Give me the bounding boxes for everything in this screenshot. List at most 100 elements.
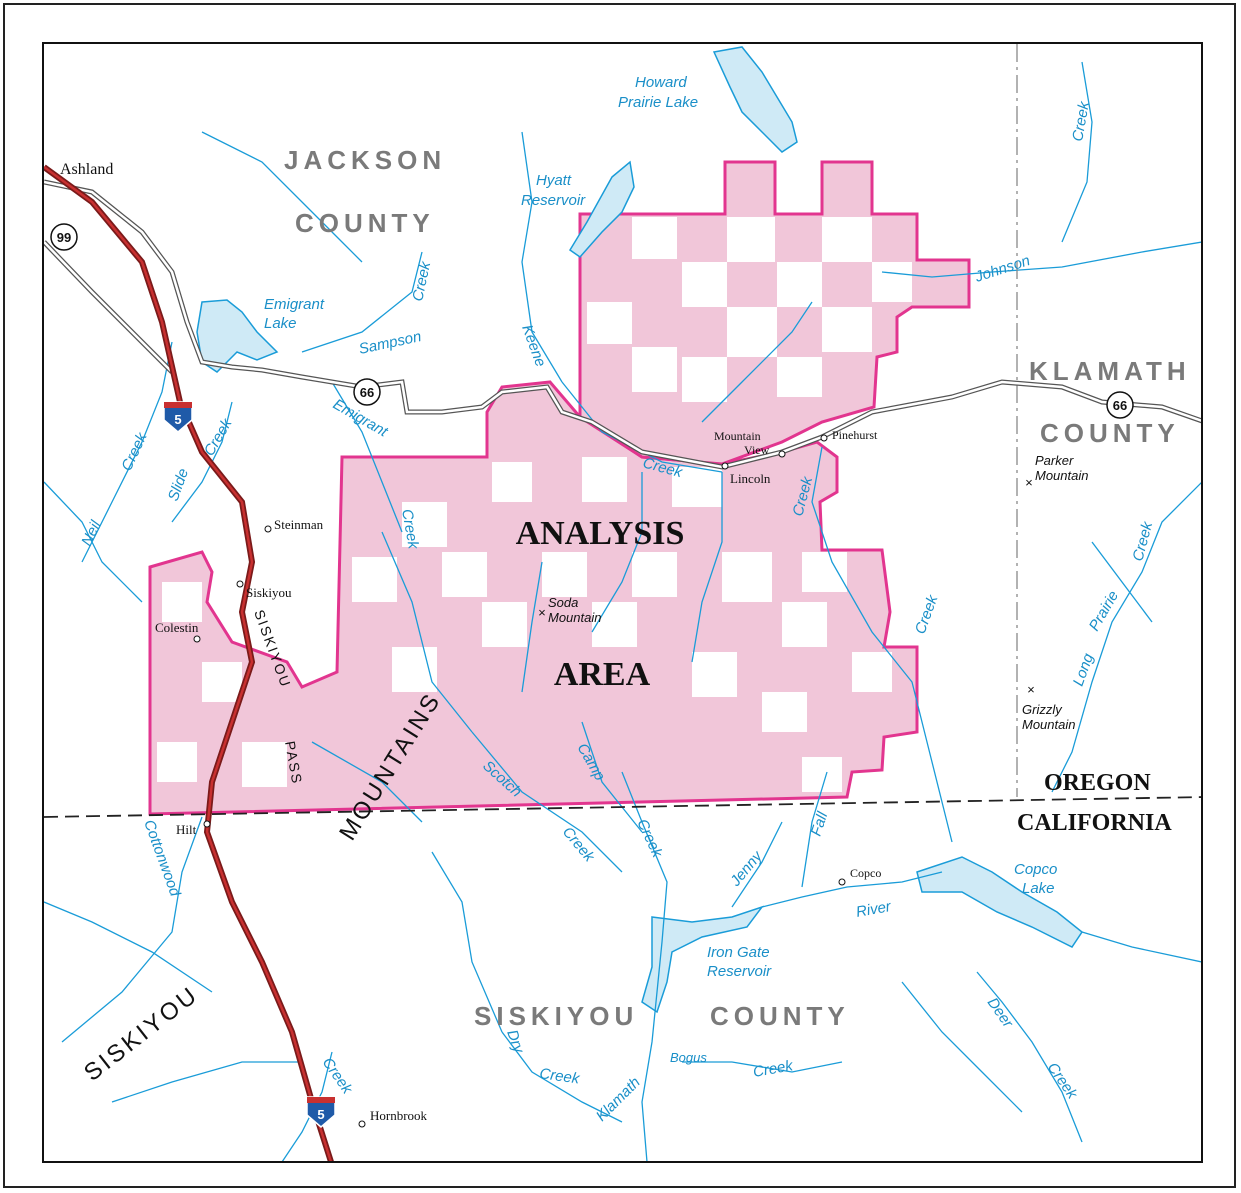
johnson-creek-word: Creek <box>1069 99 1093 143</box>
hyatt-label-2: Reservoir <box>521 192 586 209</box>
jackson-label: JACKSON <box>284 145 446 175</box>
mountain-view-label-1: Mountain <box>714 429 761 443</box>
prairie-creek-word: Creek <box>1129 519 1156 563</box>
hwy-99-text: 99 <box>57 230 71 245</box>
bogus-label: Bogus <box>670 1050 707 1065</box>
neil-creek-word: Creek <box>118 429 151 474</box>
streams <box>44 61 1201 1161</box>
steinman-label: Steinman <box>274 517 324 532</box>
emigrant-creek-word: Creek <box>398 508 422 552</box>
hwy-66-shield-east: 66 <box>1106 391 1134 419</box>
siskiyou-range-label: SISKIYOU <box>79 981 204 1087</box>
parker-mountain-label-1: Parker <box>1035 453 1074 468</box>
hyatt-reservoir <box>568 160 635 258</box>
ashland-label: Ashland <box>60 161 113 178</box>
copco-lake <box>916 856 1084 948</box>
grizzly-mountain-label-1: Grizzly <box>1022 702 1063 717</box>
sampson-label: Sampson <box>357 328 423 358</box>
analysis-label-1: ANALYSIS <box>516 515 685 552</box>
bogus-creek-word: Creek <box>752 1057 796 1081</box>
analysis-label-2: AREA <box>554 656 651 693</box>
pinehurst-marker <box>820 434 828 442</box>
hornbrook-marker <box>358 1120 366 1128</box>
copco-marker <box>838 878 846 886</box>
emigrant-lake-label-2: Lake <box>264 315 297 332</box>
dry-creek-word: Creek <box>538 1065 581 1088</box>
outer-border <box>3 3 1236 1188</box>
interstate-5-route <box>44 164 334 1161</box>
i5-shield-text: 5 <box>174 412 181 427</box>
grizzly-mountain-label-2: Mountain <box>1022 717 1075 732</box>
hilt-label: Hilt <box>176 822 197 837</box>
keene-label: Keene <box>518 323 549 370</box>
jackson-county-label: COUNTY <box>295 208 435 238</box>
emigrant-lake-label-1: Emigrant <box>264 296 325 313</box>
long-label: Long <box>1070 651 1098 689</box>
prairie-label: Prairie <box>1086 588 1122 634</box>
deer-creek-word: Creek <box>1044 1060 1082 1104</box>
lincoln-label: Lincoln <box>730 471 771 486</box>
towns: Ashland Steinman Siskiyou Colestin Hilt … <box>60 161 881 1128</box>
i5-shield-south-text: 5 <box>317 1107 324 1122</box>
copco-town-label: Copco <box>850 866 881 880</box>
east-creek-word: Creek <box>912 592 942 637</box>
highways <box>44 179 1201 470</box>
soda-mountain-label-2: Mountain <box>548 610 601 625</box>
mountain-view-label-2: View <box>744 443 770 457</box>
lakes <box>196 46 1084 1014</box>
jenny-label: Jenny <box>726 847 766 891</box>
hornbrook-creek-word: Creek <box>319 1055 357 1099</box>
iron-gate-label-1: Iron Gate <box>707 944 770 961</box>
map-frame: 5 5 99 66 66 ANALYSIS AREA JACKSON COUNT… <box>42 42 1203 1163</box>
slide-creek-word: Creek <box>201 415 236 459</box>
pinehurst-label: Pinehurst <box>832 428 878 442</box>
private-land-holes <box>157 217 912 792</box>
howard-prairie-lake <box>712 46 798 153</box>
iron-gate-reservoir <box>641 905 765 1014</box>
oregon-label: OREGON <box>1044 770 1151 796</box>
map-canvas[interactable]: 5 5 99 66 66 ANALYSIS AREA JACKSON COUNT… <box>44 44 1203 1163</box>
hwy-99-shield: 99 <box>50 223 78 251</box>
colestin-label: Colestin <box>155 620 199 635</box>
siskiyou-county-label: SISKIYOU <box>474 1001 638 1031</box>
steinman-marker <box>264 525 272 533</box>
klamath-county-label: COUNTY <box>1040 418 1180 448</box>
siskiyou-town-label: Siskiyou <box>246 585 292 600</box>
mountain-view-marker <box>778 450 786 458</box>
dry-label: Dry <box>503 1028 527 1057</box>
copco-lake-label-2: Lake <box>1022 880 1055 897</box>
hwy-66-shield-west: 66 <box>353 378 381 406</box>
soda-mountain-label-1: Soda <box>548 595 578 610</box>
pass-label: PASS <box>282 740 305 786</box>
howard-label-1: Howard <box>635 74 687 91</box>
california-label: CALIFORNIA <box>1017 810 1172 836</box>
colestin-marker <box>193 635 201 643</box>
hyatt-label-1: Hyatt <box>536 172 572 189</box>
river-label: River <box>855 898 893 921</box>
howard-label-2: Prairie Lake <box>618 94 698 111</box>
oregon-california-border <box>44 796 1201 818</box>
peaks: × Soda Mountain × Parker Mountain × Griz… <box>538 453 1088 732</box>
siskiyou-county-word: COUNTY <box>710 1001 850 1031</box>
klamath-label: KLAMATH <box>1029 356 1191 386</box>
parker-mountain-marker: × <box>1025 475 1033 490</box>
interstate-5-shield-south: 5 <box>306 1096 336 1128</box>
copco-lake-label-1: Copco <box>1014 861 1057 878</box>
klamath-river-label: Klamath <box>593 1074 644 1125</box>
lincoln-marker <box>721 462 729 470</box>
siskiyou-marker <box>236 580 244 588</box>
soda-mountain-marker: × <box>538 605 546 620</box>
analysis-area[interactable] <box>148 160 971 816</box>
deer-label: Deer <box>984 995 1017 1032</box>
parker-mountain-label-2: Mountain <box>1035 468 1088 483</box>
slide-label: Slide <box>165 466 192 503</box>
johnson-label: Johnson <box>972 252 1032 286</box>
interstate-5-shield: 5 <box>163 401 193 433</box>
fall-label: Fall <box>808 809 832 838</box>
camp-creek-word: Creek <box>633 817 666 862</box>
hornbrook-label: Hornbrook <box>370 1108 428 1123</box>
hwy-66-east-text: 66 <box>1113 398 1127 413</box>
hwy-66-west-text: 66 <box>360 385 374 400</box>
hilt-marker <box>203 820 211 828</box>
sampson-creek-label: Creek <box>409 259 434 303</box>
